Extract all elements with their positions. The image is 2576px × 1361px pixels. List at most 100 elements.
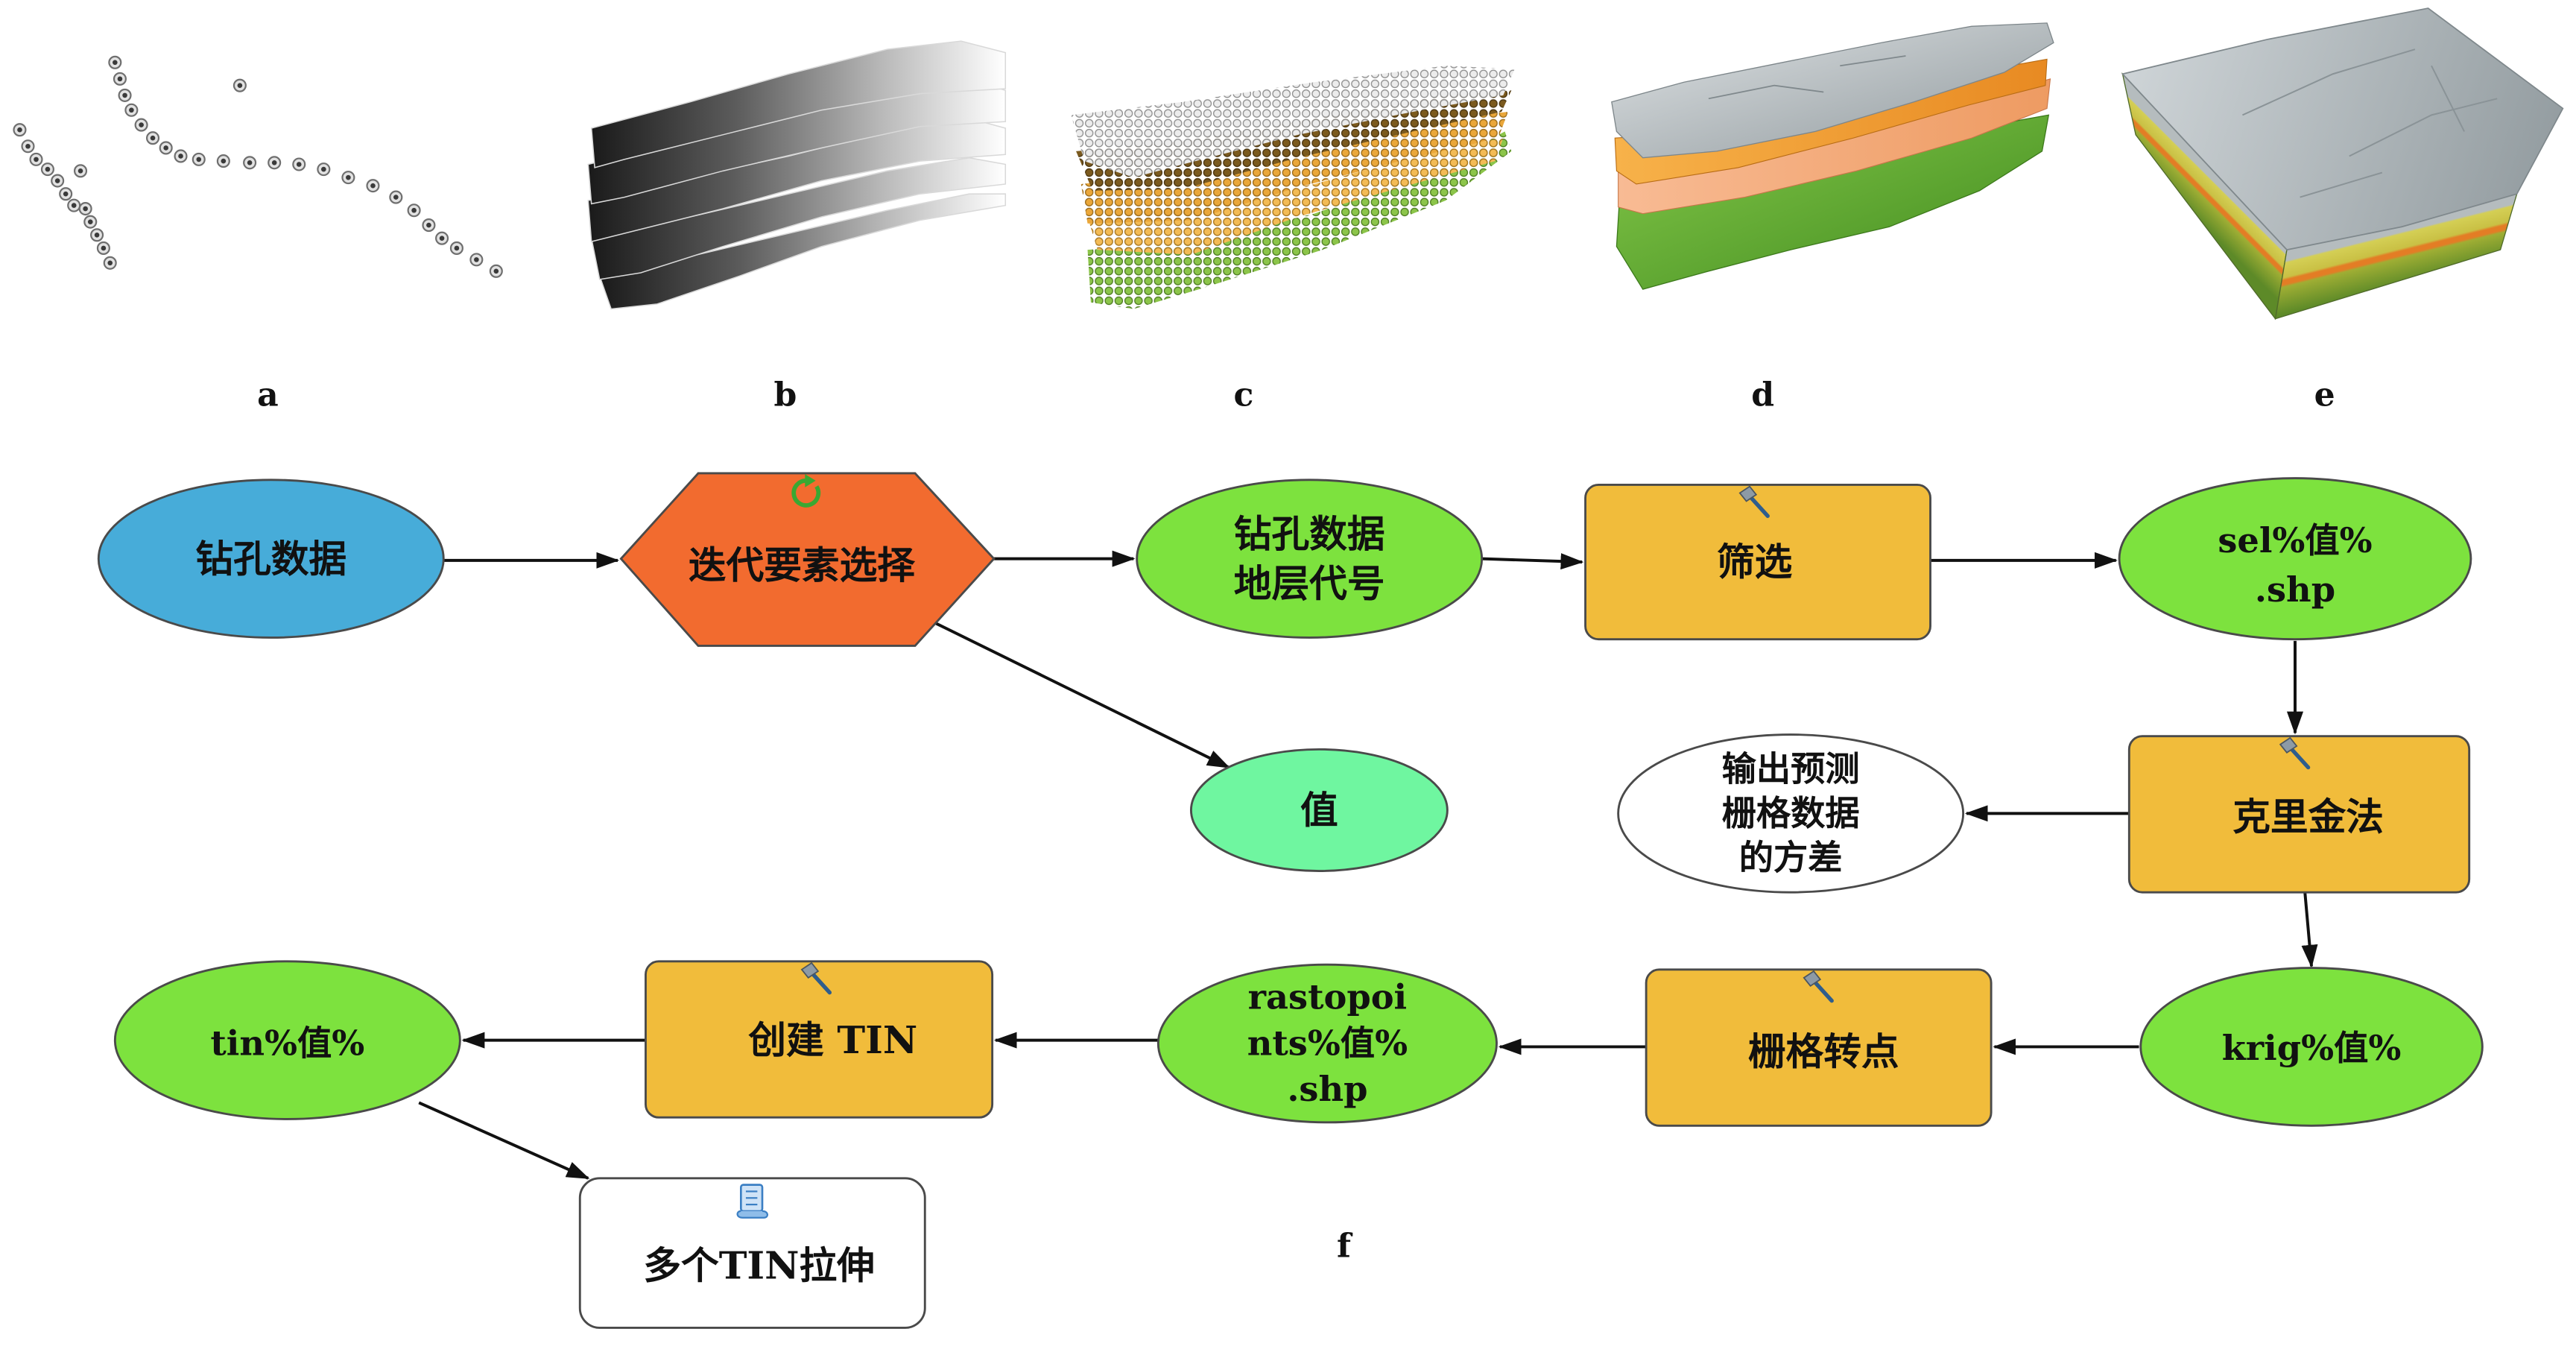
node-iterate-feature-selection: 迭代要素选择 [619, 472, 996, 647]
borehole-marker-center [221, 158, 227, 164]
node-label: 筛选 [1717, 540, 1793, 584]
panel-d-interpolated-surfaces [1611, 22, 2054, 290]
borehole-marker-center [71, 203, 77, 208]
panel-e-geological-block [2121, 7, 2564, 320]
node-label: krig%值% [2222, 1028, 2402, 1068]
node-rastopoints-value-shp: rastopoi nts%值% .shp [1156, 963, 1498, 1124]
node-kriging-tool: 克里金法 [2127, 735, 2471, 894]
block-top-surface [2121, 7, 2564, 251]
borehole-marker-center [17, 127, 22, 133]
borehole-marker-center [393, 195, 399, 200]
borehole-marker-center [178, 154, 183, 159]
node-label: sel%值% [2218, 520, 2372, 560]
borehole-marker-center [196, 157, 202, 162]
panel-label-c: c [1234, 376, 1254, 414]
borehole-marker-center [94, 232, 100, 238]
node-label: nts%值% [1247, 1023, 1408, 1063]
borehole-marker-center [25, 143, 31, 149]
node-label: 克里金法 [2232, 794, 2384, 839]
node-multi-tin-extrude: 多个TIN拉伸 [578, 1177, 926, 1329]
node-label: 输出预测 [1722, 748, 1860, 789]
borehole-marker-center [426, 222, 431, 228]
model-flowchart: 钻孔数据 迭代要素选择 钻孔数据 地层代号 筛选 [97, 472, 2484, 1329]
arrow-tin-to-multi-extrude [418, 1101, 590, 1180]
borehole-marker-center [54, 178, 60, 183]
borehole-marker-center [77, 168, 83, 174]
node-borehole-data: 钻孔数据 [97, 479, 445, 639]
panel-label-d: d [1751, 376, 1774, 414]
node-shape [1645, 968, 1993, 1127]
node-label: 创建 TIN [748, 1017, 917, 1062]
point-cloud-layer-brown [1076, 90, 1512, 191]
node-create-tin-tool: 创建 TIN [645, 960, 994, 1119]
node-label: .shp [1287, 1069, 1367, 1109]
node-shape [1156, 963, 1498, 1124]
panel-label-e: e [2314, 376, 2335, 414]
borehole-marker-center [493, 268, 499, 274]
node-shape [645, 960, 994, 1119]
node-label: .shp [2255, 569, 2335, 610]
node-shape [97, 479, 445, 639]
node-shape [1136, 479, 1484, 639]
hammer-icon [1738, 485, 1770, 518]
panel-label-b: b [773, 376, 797, 414]
borehole-marker-center [101, 245, 107, 251]
borehole-marker-center [271, 160, 277, 165]
node-borehole-stratum-code: 钻孔数据 地层代号 [1136, 479, 1484, 639]
borehole-marker-center [150, 135, 156, 141]
node-value: 值 [1189, 748, 1449, 872]
node-label: tin%值% [210, 1023, 364, 1063]
panel-b-stratum-surfaces [587, 40, 1007, 310]
stratum-surface [590, 40, 1007, 168]
borehole-marker-center [113, 60, 118, 66]
surface-ridge [1708, 55, 1906, 100]
arrow-kriging-to-krig [2301, 892, 2318, 968]
arrow-iterate-to-value [931, 619, 1231, 769]
borehole-marker-center [129, 107, 134, 113]
node-shape [578, 1177, 926, 1329]
node-label: 栅格数据 [1722, 793, 1860, 833]
node-shape [113, 960, 461, 1120]
borehole-marker-center [34, 157, 39, 162]
node-label: 栅格转点 [1748, 1029, 1899, 1074]
borehole-marker-center [237, 83, 243, 88]
borehole-marker-center [45, 166, 51, 172]
node-krig-value: krig%值% [2139, 967, 2484, 1127]
borehole-marker-center [439, 236, 445, 241]
borehole-marker-center [321, 166, 326, 172]
node-shape [2127, 735, 2471, 894]
surface-layer-gray [1611, 22, 2054, 159]
node-select-tool: 筛选 [1584, 483, 1931, 641]
hammer-icon [1803, 970, 1834, 1003]
node-shape [1617, 733, 1965, 894]
panel-c-stratum-point-clouds [1071, 66, 1515, 309]
node-label: 的方差 [1739, 837, 1843, 877]
block-terrain-ridge [2242, 48, 2498, 198]
point-cloud-layer-gray [1071, 66, 1515, 178]
script-icon [736, 1184, 768, 1219]
point-cloud-layer-orange [1087, 138, 1504, 255]
borehole-marker-center [83, 206, 88, 212]
borehole-marker-center [411, 207, 417, 213]
node-shape [2139, 967, 2484, 1127]
node-label: rastopoi [1248, 977, 1408, 1017]
node-label: 迭代要素选择 [689, 543, 915, 587]
hammer-icon [2279, 736, 2311, 770]
borehole-marker-center [87, 219, 93, 224]
borehole-marker-center [122, 92, 127, 98]
borehole-marker-center [107, 260, 113, 266]
borehole-marker-center [139, 122, 144, 127]
borehole-marker-center [163, 145, 168, 151]
node-shape [2118, 477, 2472, 641]
borehole-marker-center [117, 76, 123, 82]
node-label: 钻孔数据 [195, 536, 346, 581]
stratum-surface [590, 157, 1007, 280]
panel-a-borehole-points [13, 55, 503, 278]
stratum-surface [598, 193, 1007, 310]
borehole-marker-center [63, 191, 69, 197]
node-label: 钻孔数据 [1234, 511, 1385, 556]
node-label: 多个TIN拉伸 [643, 1242, 875, 1287]
borehole-marker-center [247, 160, 253, 165]
arrow-stratum-code-to-select [1481, 553, 1584, 570]
